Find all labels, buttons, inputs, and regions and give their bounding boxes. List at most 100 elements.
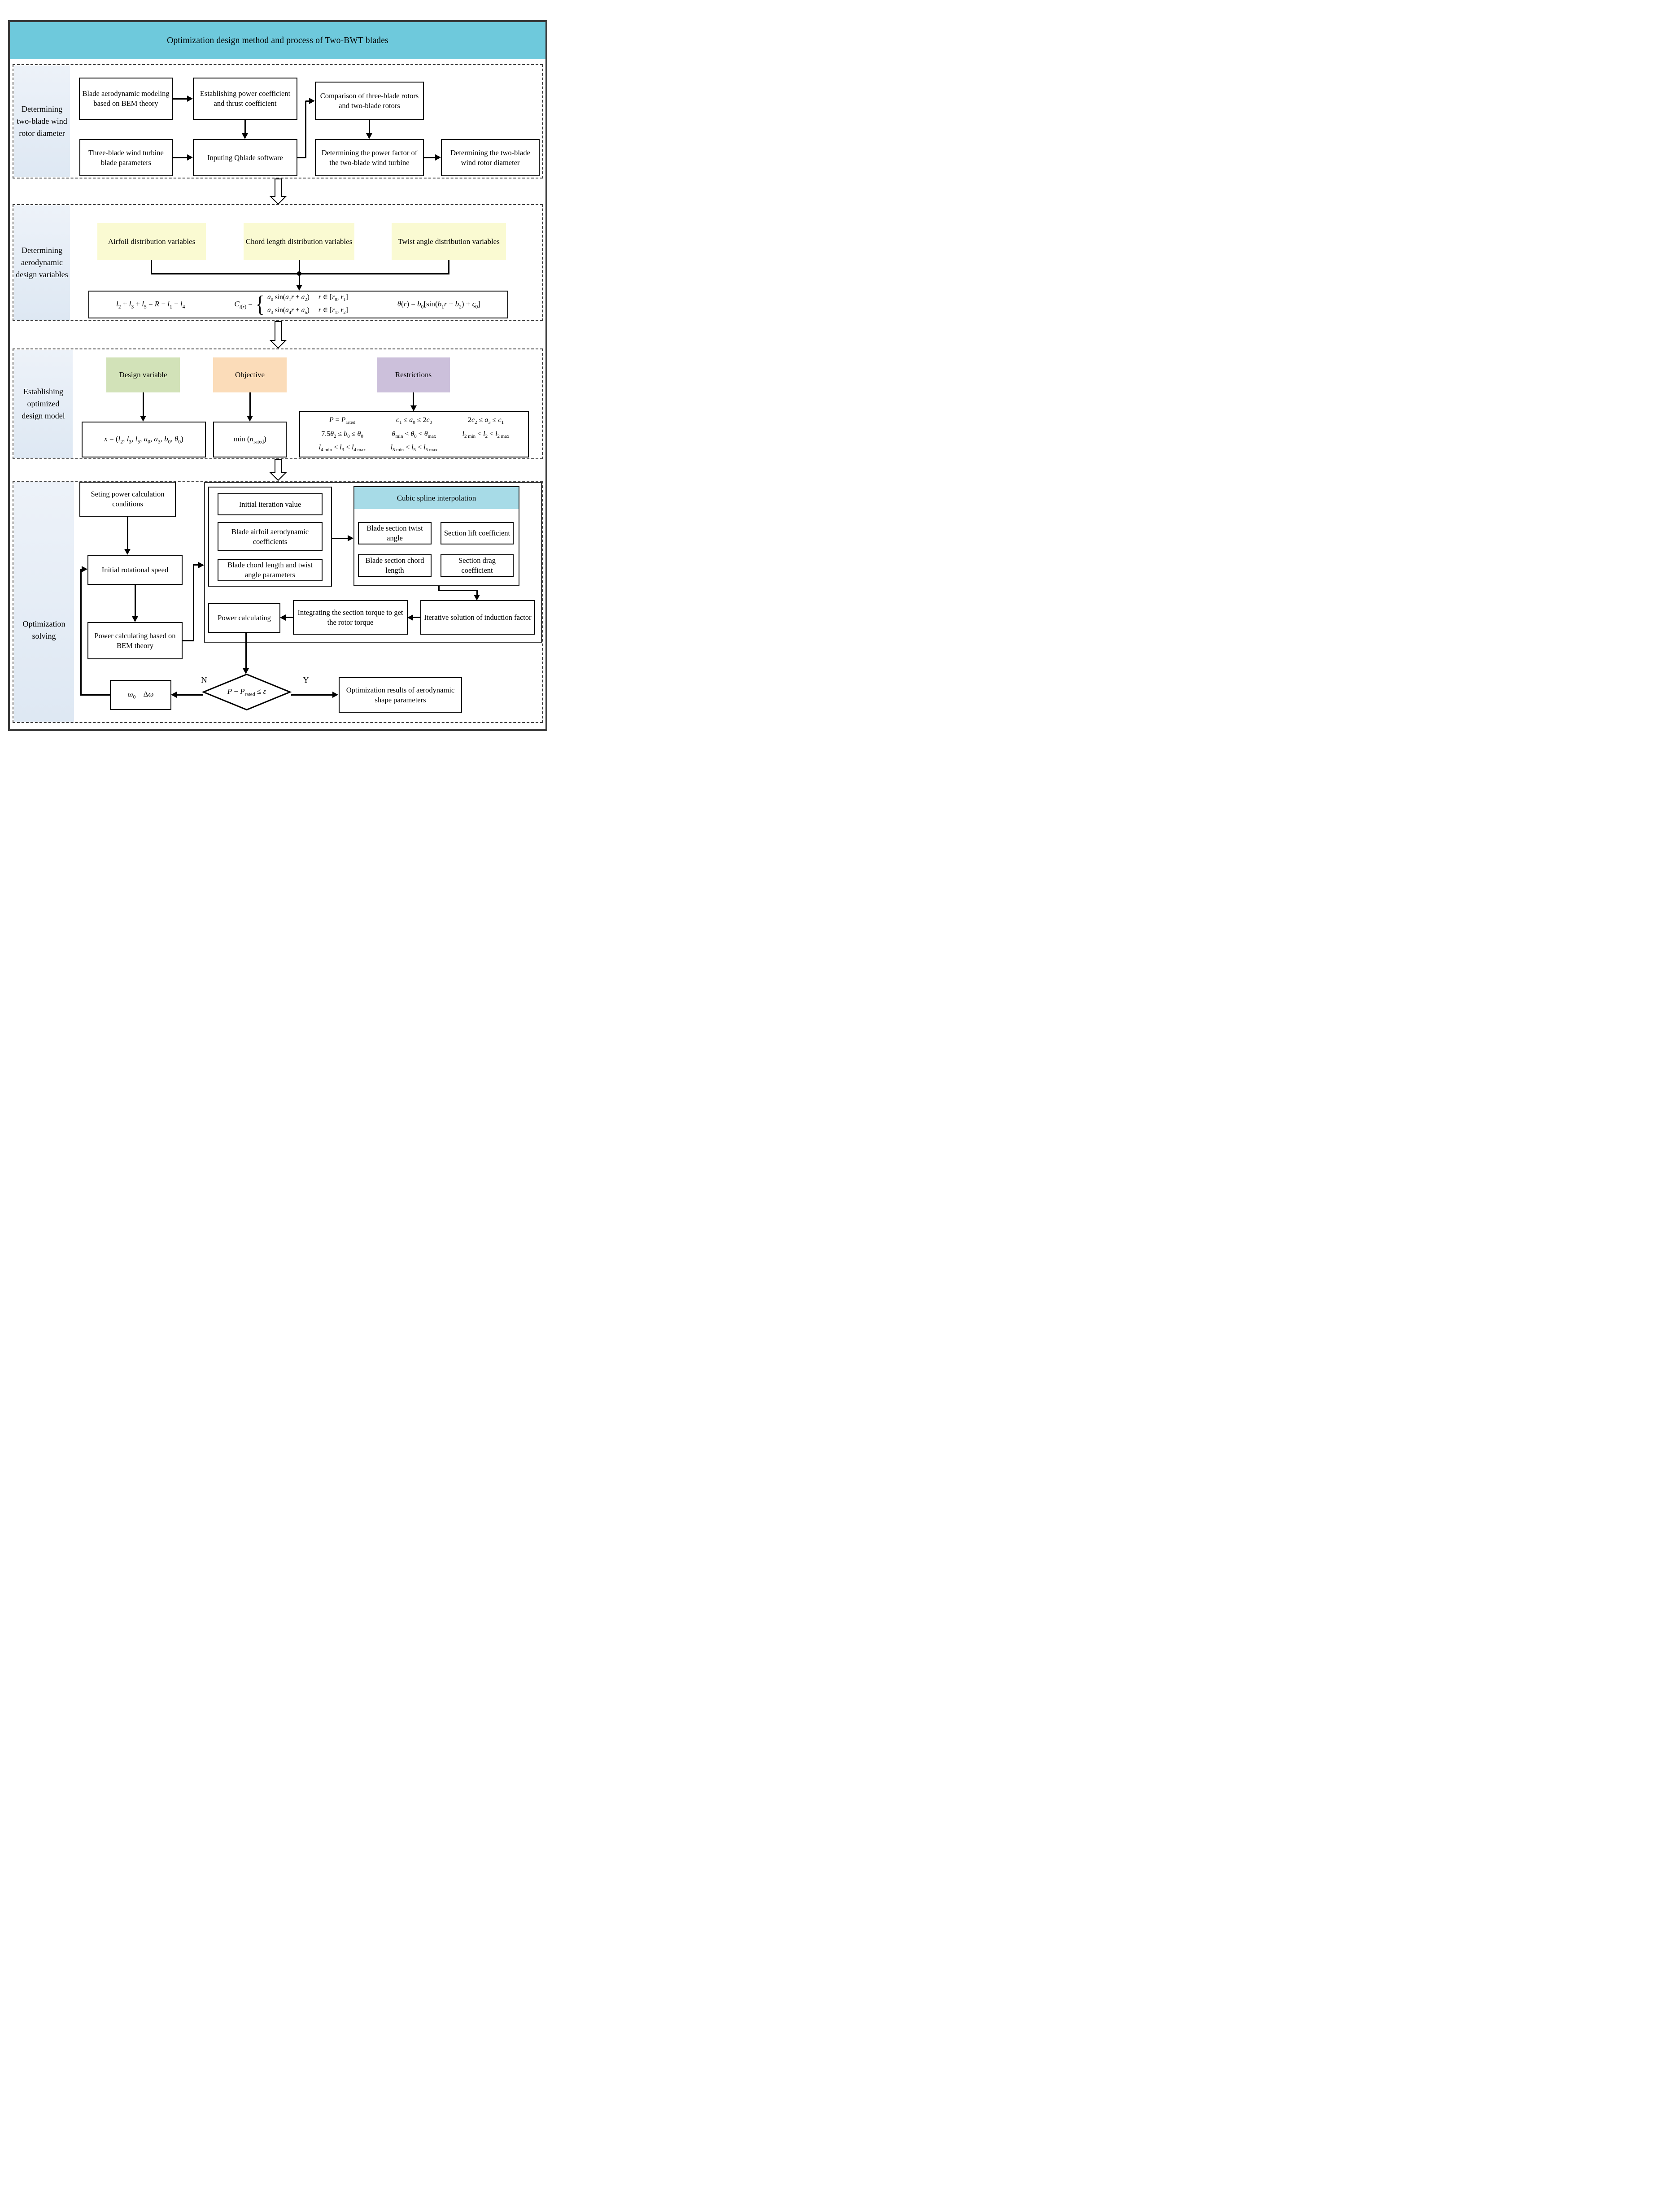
variable-box-airfoil: Airfoil distribution variables xyxy=(97,223,206,260)
connector-line xyxy=(438,590,478,591)
section3-sidebar-label: Establishing optimized design model xyxy=(14,350,73,458)
arrowhead xyxy=(247,416,253,422)
solver-container xyxy=(204,482,542,643)
constraint: 7.5θ2 ≤ b0 ≤ θ0 xyxy=(321,430,363,439)
connector-line xyxy=(134,585,136,617)
arrowhead xyxy=(198,562,204,568)
section4-panel xyxy=(13,481,543,723)
loop-line xyxy=(80,569,82,695)
flow-box-integrating-torque: Integrating the section torque to get th… xyxy=(293,600,408,635)
decision-label: P − Prated ≤ ε xyxy=(203,674,291,710)
flow-box-airfoil-coeff: Blade airfoil aerodynamic coefficients xyxy=(218,522,323,551)
constraint: c1 ≤ a0 ≤ 2c0 xyxy=(396,416,432,426)
formula-box-x: x = (l2, l3, l5, a0, a3, b0, θ0) xyxy=(82,422,206,457)
cubic-spline-header: Cubic spline interpolation xyxy=(354,487,519,509)
connector-line xyxy=(177,694,203,696)
connector-line xyxy=(245,633,247,670)
arrowhead xyxy=(187,96,193,102)
connector-line xyxy=(286,617,293,618)
constraint: l4 min < l3 < l4 max xyxy=(318,444,366,453)
flow-box-rotor-diameter: Determining the two-blade wind rotor dia… xyxy=(441,139,540,176)
formula-box-design-variables: l2 + l3 + l5 = R − l1 − l4 Ci(r) = { a0 … xyxy=(88,291,508,318)
arrowhead xyxy=(280,614,286,621)
connector-line xyxy=(249,392,251,416)
connector-line xyxy=(173,98,188,100)
arrowhead xyxy=(82,566,87,572)
section2-panel xyxy=(13,204,543,321)
flow-box-iterative-solution: Iterative solution of induction factor xyxy=(420,600,535,635)
constraint: l5 min < l5 < l5 max xyxy=(390,444,438,453)
flow-box-blade-aero: Blade aerodynamic modeling based on BEM … xyxy=(79,78,173,120)
sidebar-text: Establishing optimized design model xyxy=(22,387,65,420)
connector-line xyxy=(193,564,199,566)
connector-line xyxy=(305,100,310,102)
connector-line xyxy=(173,157,188,158)
flow-box-power-factor: Determining the power factor of the two-… xyxy=(315,139,424,176)
constraint: 2c2 ≤ a3 ≤ c1 xyxy=(467,416,504,426)
flow-box-initial-iteration: Initial iteration value xyxy=(218,493,323,515)
formula-box-min: min (nrated) xyxy=(213,422,287,457)
header-box-restrictions: Restrictions xyxy=(377,357,450,392)
connector-line xyxy=(332,537,348,539)
connector-line xyxy=(244,120,246,134)
arrowhead xyxy=(187,154,193,161)
formula-chord-domain1: r ∈ [r0, r1] xyxy=(318,293,348,303)
formula-length: l2 + l3 + l5 = R − l1 − l4 xyxy=(116,299,185,310)
flow-box-blade-section-chord: Blade section chord length xyxy=(358,554,432,577)
arrowhead xyxy=(140,416,146,422)
section3-panel xyxy=(13,348,543,459)
flow-box-chord-twist-params: Blade chord length and twist angle param… xyxy=(218,559,323,581)
flow-arrow-large xyxy=(269,321,287,349)
formula-twist: θ(r) = b0[sin(b1r + b2) + ς0] xyxy=(397,299,480,310)
formula-chord-piecewise: Ci(r) = { a0 sin(a1r + a2)r ∈ [r0, r1] a… xyxy=(234,292,348,316)
arrowhead xyxy=(366,133,372,139)
connector-line xyxy=(413,617,420,618)
connector-line xyxy=(438,586,440,591)
formula-chord-case2: a3 sin(a4r + a5) xyxy=(267,306,310,316)
arrowhead xyxy=(243,668,249,674)
flow-box-power-bem: Power calculating based on BEM theory xyxy=(87,622,183,659)
arrowhead xyxy=(242,133,248,139)
arrowhead xyxy=(309,98,315,104)
arrowhead xyxy=(474,595,480,601)
sidebar-text: Optimization solving xyxy=(22,619,65,640)
variable-box-chord: Chord length distribution variables xyxy=(244,223,354,260)
arrowhead xyxy=(407,614,413,621)
formula-chord-lhs: Ci(r) = xyxy=(234,299,253,310)
variable-box-twist: Twist angle distribution variables xyxy=(392,223,506,260)
flow-arrow-large xyxy=(269,179,287,205)
figure-border xyxy=(8,20,547,731)
arrowhead xyxy=(435,154,441,161)
flow-box-inputing-qblade: Inputing Qblade software xyxy=(193,139,297,176)
section1-panel xyxy=(13,64,543,179)
flow-box-initial-speed: Initial rotational speed xyxy=(87,555,183,585)
constraint: l2 min < l2 < l2 max xyxy=(462,430,510,439)
formula-chord-domain2: r ∈ [r1, r2] xyxy=(318,306,348,316)
flow-box-optimization-results: Optimization results of aerodynamic shap… xyxy=(339,677,462,713)
page-title: Optimization design method and process o… xyxy=(10,22,545,59)
section2-sidebar-label: Determining aerodynamic design variables xyxy=(14,205,70,320)
formula-box-restrictions: P = Prated c1 ≤ a0 ≤ 2c0 2c2 ≤ a3 ≤ c1 7… xyxy=(299,411,529,457)
connector-line xyxy=(127,517,128,549)
flow-box-three-blade: Three-blade wind turbine blade parameter… xyxy=(79,139,173,176)
flow-arrow-large xyxy=(269,459,287,481)
connector-line xyxy=(476,590,478,596)
connector-line xyxy=(142,392,144,416)
decision-formula: P − Prated ≤ ε xyxy=(227,687,266,697)
connector-line xyxy=(298,260,300,274)
connector-line xyxy=(368,120,370,134)
constraint: θmin < θ0 < θmax xyxy=(392,430,436,439)
branch-label-yes: Y xyxy=(303,675,309,684)
flow-box-section-lift: Section lift coefficient xyxy=(441,522,514,544)
connector-line xyxy=(424,157,436,158)
flow-box-section-drag: Section drag coefficient xyxy=(441,554,514,577)
arrowhead xyxy=(332,692,338,698)
header-box-design-variable: Design variable xyxy=(106,357,180,392)
loop-line xyxy=(80,694,110,696)
flow-box-blade-section-twist: Blade section twist angle xyxy=(358,522,432,544)
decision-diamond xyxy=(201,673,292,711)
flow-box-est-power: Establishing power coefficient and thrus… xyxy=(193,78,297,120)
formula-min: min (nrated) xyxy=(233,434,266,445)
connector-line xyxy=(183,640,194,641)
formula-x: x = (l2, l3, l5, a0, a3, b0, θ0) xyxy=(104,434,183,445)
